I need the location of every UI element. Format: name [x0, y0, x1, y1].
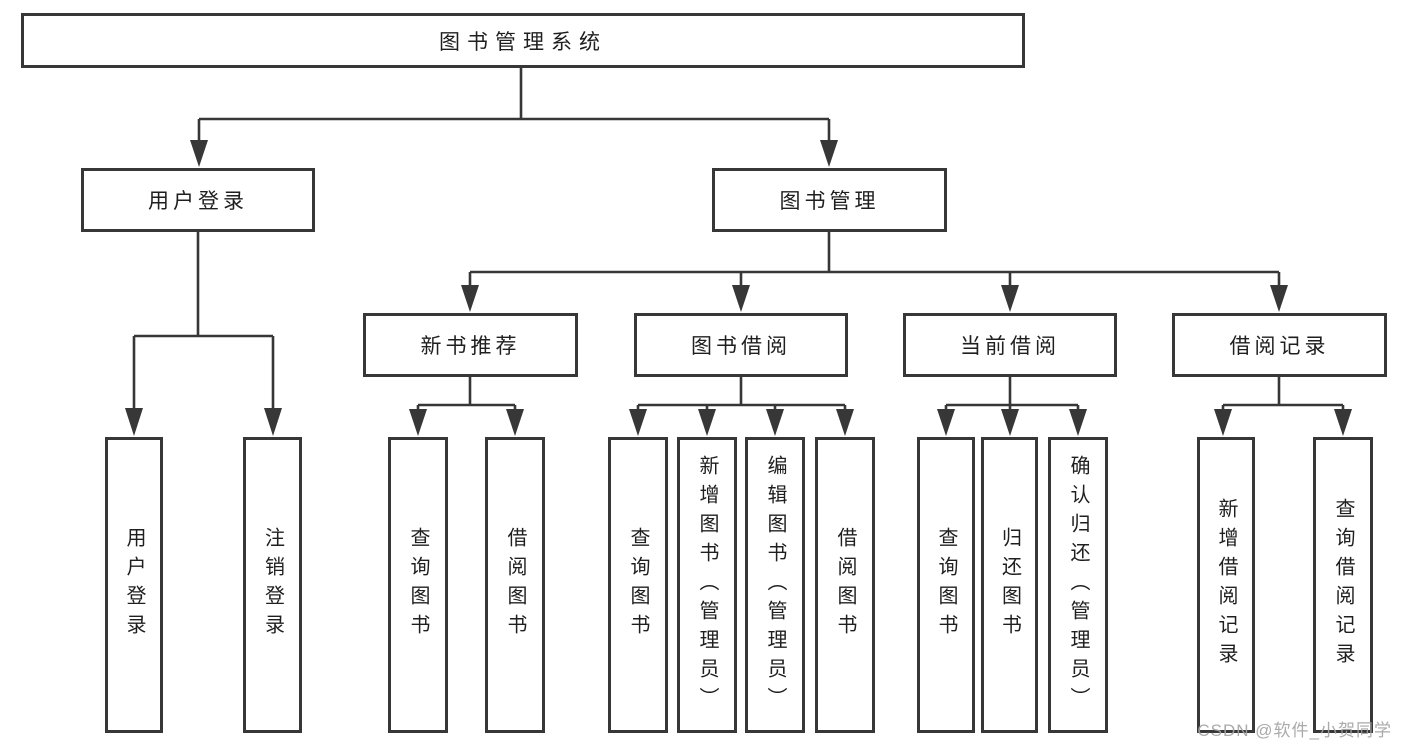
node-borrow-records: 借阅记录 [1172, 313, 1387, 377]
leaf-current-query-books: 查询图书 [917, 437, 975, 733]
leaf-borrow-query-books: 查询图书 [608, 437, 668, 733]
leaf-records-query-record: 查询借阅记录 [1313, 437, 1373, 733]
leaf-logout: 注销登录 [243, 437, 302, 733]
node-book-borrow: 图书借阅 [634, 313, 848, 377]
leaf-borrow-edit-books-admin: 编辑图书（管理员） [745, 437, 805, 733]
node-user-login: 用户登录 [81, 168, 315, 232]
leaf-records-add-record: 新增借阅记录 [1197, 437, 1255, 733]
leaf-borrow-borrow-books: 借阅图书 [815, 437, 875, 733]
node-current-borrow: 当前借阅 [903, 313, 1117, 377]
leaf-recommend-borrow-books: 借阅图书 [485, 437, 545, 733]
leaf-current-confirm-return-admin: 确认归还（管理员） [1048, 437, 1108, 733]
leaf-recommend-query-books: 查询图书 [388, 437, 448, 733]
leaf-borrow-add-books-admin: 新增图书（管理员） [677, 437, 737, 733]
leaf-current-return-books: 归还图书 [981, 437, 1038, 733]
node-new-book-recommend: 新书推荐 [363, 313, 578, 377]
node-book-management: 图书管理 [712, 168, 947, 232]
leaf-user-login: 用户登录 [105, 437, 163, 733]
node-system-root: 图书管理系统 [21, 13, 1025, 68]
